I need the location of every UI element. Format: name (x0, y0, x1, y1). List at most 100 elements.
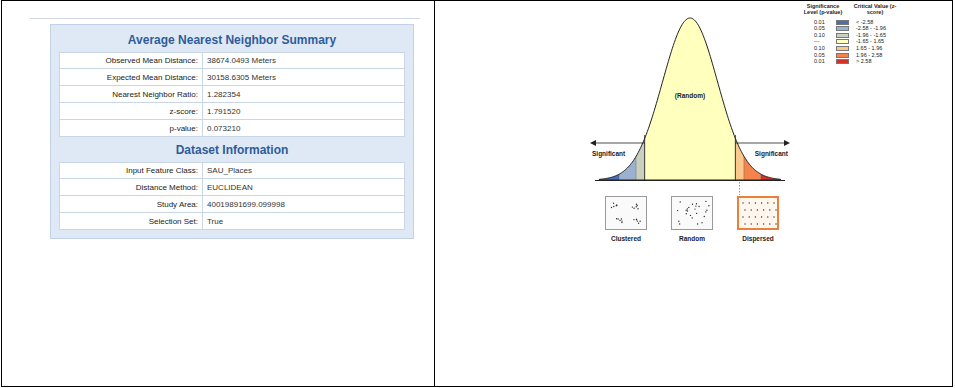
arrow-head (784, 140, 790, 146)
point (690, 215, 691, 216)
table-row: Input Feature Class:SAU_Places (59, 162, 405, 179)
row-value: 0.073210 (203, 124, 404, 133)
table-row: z-score:1.791520 (59, 103, 405, 120)
point (633, 208, 634, 209)
pattern-label: Dispersed (737, 235, 779, 242)
pattern-node: Dispersed (737, 196, 779, 242)
baseline (595, 180, 785, 181)
critical-value: 1.96 - 2.58 (856, 52, 882, 58)
point (678, 221, 679, 222)
cell-divider (434, 0, 435, 387)
point (687, 208, 688, 209)
point (773, 216, 774, 217)
table-row: Selection Set:True (59, 213, 405, 230)
row-label: Study Area: (60, 196, 203, 212)
point (636, 206, 637, 207)
row-label: Selection Set: (60, 213, 203, 229)
panel-heading: Dataset Information (59, 137, 405, 162)
point (621, 222, 622, 223)
curve-outline (599, 18, 781, 180)
legend-header: Significance Level (p-value) (800, 3, 846, 16)
point-pattern (607, 198, 645, 228)
point (763, 209, 764, 210)
threshold-line (735, 135, 736, 180)
point (632, 206, 633, 207)
p-value: 0.01 (814, 19, 825, 25)
significance-label: Significant (592, 150, 625, 157)
table-row: Study Area:40019891699.099998 (59, 196, 405, 213)
random-label: (Random) (675, 92, 705, 99)
table-row: p-value:0.073210 (59, 120, 405, 137)
row-value: True (203, 217, 404, 226)
point (757, 223, 758, 224)
point (688, 207, 689, 208)
legend-swatch (836, 26, 849, 31)
curve-bands (580, 0, 800, 182)
band-edge (743, 0, 744, 180)
legend-swatch (836, 39, 849, 44)
point (613, 203, 614, 204)
point (757, 209, 758, 210)
point (769, 223, 770, 224)
row-label: z-score: (60, 103, 203, 119)
point-pattern (740, 199, 778, 229)
point (749, 216, 750, 217)
point (742, 202, 743, 203)
point (761, 202, 762, 203)
row-value: SAU_Places (203, 166, 404, 175)
point (637, 220, 638, 221)
p-value: --- (814, 38, 820, 44)
point (619, 220, 620, 221)
point (775, 223, 776, 224)
point (636, 204, 637, 205)
point (769, 209, 770, 210)
point (616, 218, 617, 219)
pattern-box (605, 196, 647, 230)
leader-dotted (739, 182, 740, 195)
point (692, 204, 693, 205)
p-value: 0.10 (814, 32, 825, 38)
point (680, 201, 681, 202)
point (616, 205, 617, 206)
pattern-label: Clustered (605, 235, 647, 242)
point (744, 223, 745, 224)
critical-value: -2.58 - -1.96 (856, 25, 886, 31)
row-value: 38674.0493 Meters (203, 56, 404, 65)
point (706, 210, 707, 211)
row-label: Distance Method: (60, 179, 203, 195)
point (698, 206, 699, 207)
p-value: 0.05 (814, 52, 825, 58)
critical-value: > 2.58 (856, 58, 871, 64)
critical-value: -1.65 - 1.65 (856, 38, 884, 44)
panel-rule (30, 18, 420, 19)
point (692, 217, 693, 218)
p-value: 0.05 (814, 25, 825, 31)
row-label: p-value: (60, 120, 203, 136)
critical-value: < -2.58 (856, 19, 873, 25)
legend-swatch (836, 33, 849, 38)
arrow-line (735, 143, 788, 144)
point (638, 223, 639, 224)
point (755, 216, 756, 217)
point (704, 216, 705, 217)
point (775, 209, 776, 210)
point (751, 223, 752, 224)
table-row: Observed Mean Distance:38674.0493 Meters (59, 52, 405, 69)
point (701, 222, 702, 223)
point (621, 220, 622, 221)
table-row: Distance Method:EUCLIDEAN (59, 179, 405, 196)
row-label: Nearest Neighbor Ratio: (60, 86, 203, 102)
band-edge (735, 0, 736, 180)
band-edge (644, 0, 645, 180)
point (611, 207, 612, 208)
row-value: 40019891699.099998 (203, 200, 404, 209)
point (694, 208, 695, 209)
point (767, 202, 768, 203)
point (687, 210, 688, 211)
point (637, 208, 638, 209)
point (697, 223, 698, 224)
point (636, 219, 637, 220)
point (749, 202, 750, 203)
point (617, 218, 618, 219)
